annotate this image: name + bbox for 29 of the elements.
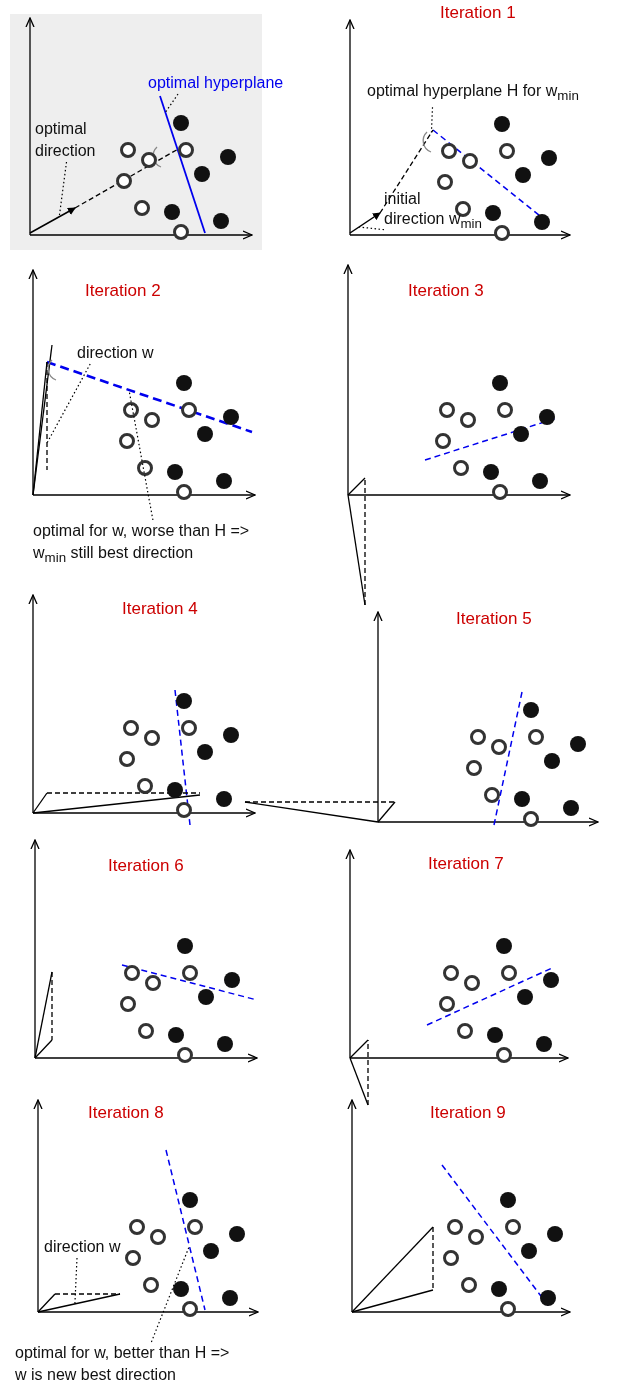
hyperplane-line	[165, 1149, 206, 1311]
annotation-text: optimal hyperplane H for w$_{min}$	[367, 80, 629, 108]
leader-line	[430, 106, 434, 134]
annotation-text: optimal hyperplane	[148, 72, 298, 94]
direction-vector	[349, 212, 381, 234]
annotation-text: optimal for w, worse than H => w$_{min}$ still best direction	[33, 520, 251, 570]
panel-title: Iteration 4	[122, 599, 198, 619]
leader-line	[46, 363, 91, 444]
panel-title: Iteration 2	[85, 281, 161, 301]
direction-vector	[29, 207, 76, 234]
panel-title: Iteration 6	[108, 856, 184, 876]
hyperplane-line	[46, 360, 253, 434]
hyperplane-line	[159, 95, 206, 234]
leader-line	[150, 1245, 190, 1343]
panel-title: Iteration 5	[456, 609, 532, 629]
annotation-text: optimal for w, better than H => w is new best direction	[15, 1342, 235, 1386]
annotation-text: direction w	[44, 1236, 154, 1258]
annotation-text: optimal direction	[35, 118, 125, 162]
leader-line	[74, 1257, 78, 1305]
leader-line	[164, 93, 179, 114]
annotation-text: direction w	[77, 342, 187, 364]
panel-title: Iteration 8	[88, 1103, 164, 1123]
panel-title: Iteration 1	[440, 3, 516, 23]
leader-line	[58, 161, 68, 218]
leader-line	[358, 226, 385, 231]
panel-title: Iteration 9	[430, 1103, 506, 1123]
panel-title: Iteration 3	[408, 281, 484, 301]
panel-title: Iteration 7	[428, 854, 504, 874]
annotation-text: initial direction w$_{min}$	[384, 189, 484, 235]
